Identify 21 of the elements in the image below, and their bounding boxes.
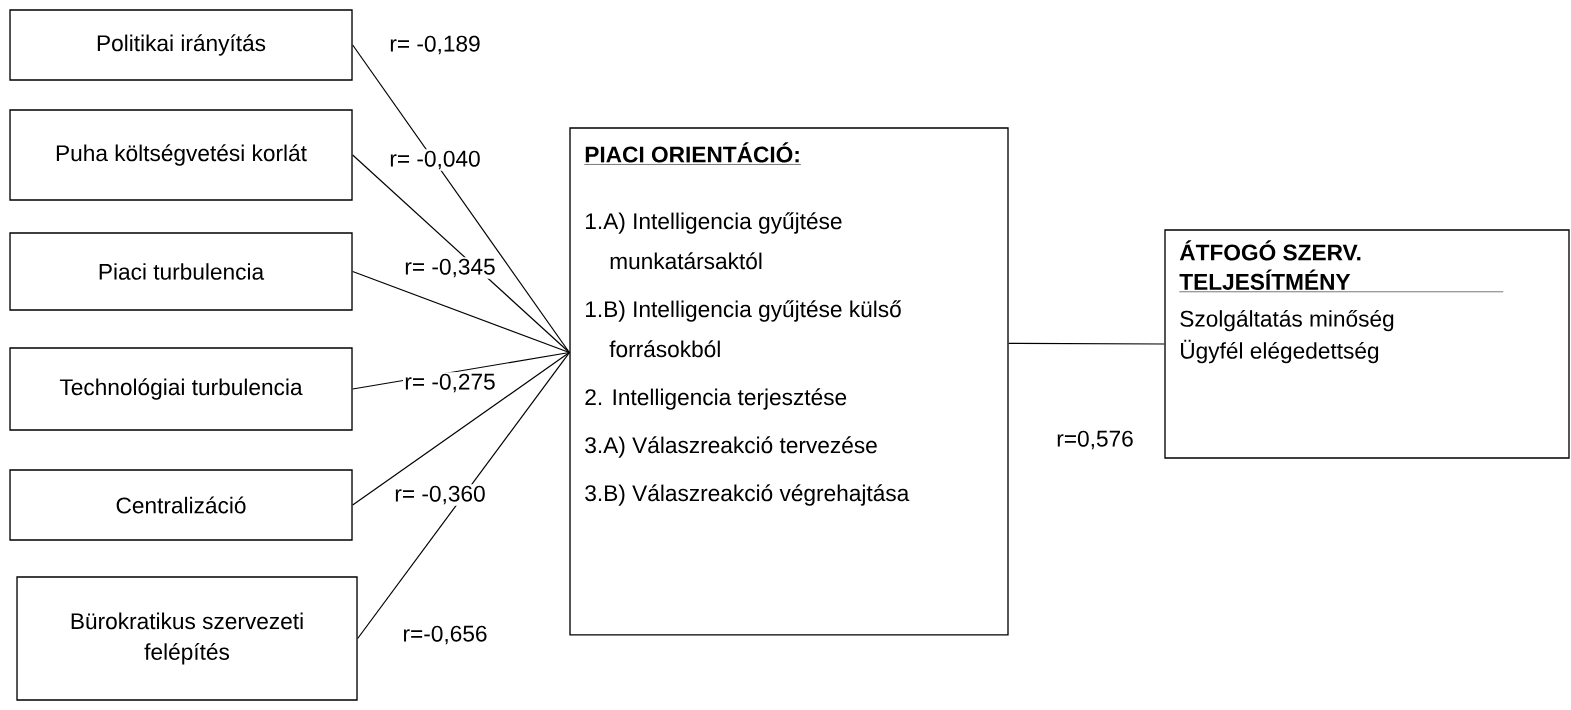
connector-line xyxy=(352,351,570,506)
edge-label: r= -0,040 xyxy=(388,149,482,171)
text-box: ÁTFOGÓ SZERV. TELJESÍTMÉNY Szolgáltatás minőség Ügyfél elégedettség xyxy=(1164,229,1570,459)
edge-label: r= -0,360 xyxy=(393,484,487,506)
connector-line xyxy=(357,351,570,640)
text-box: PIACI ORIENTÁCIÓ: 1.A) Intelligencia gyűjtése munkatársaktól 1.B) Intelligencia gyűjtése külső forrásokból 2. Intelligencia terjesztése 3.A) Válaszreakció tervezése 3.B) Válaszreakció végrehajtása xyxy=(569,127,1009,636)
text-box: Centralizáció xyxy=(9,469,353,541)
text-box: Technológiai turbulencia xyxy=(9,347,353,431)
edge-label: r= -0,189 xyxy=(388,34,482,56)
connector-line xyxy=(352,154,570,354)
edge-label: r= -0,345 xyxy=(403,257,497,279)
edge-label: r=0,576 xyxy=(1054,429,1136,451)
edge-label: r= -0,275 xyxy=(403,372,497,394)
connector-line xyxy=(1008,342,1165,345)
connector-line xyxy=(352,270,570,354)
text-box: Bürokratikus szervezeti felépítés xyxy=(16,576,358,701)
text-box: Politikai irányítás xyxy=(9,9,353,81)
text-box: Puha költségvetési korlát xyxy=(9,109,353,201)
connector-line xyxy=(352,44,570,354)
edge-label: r=-0,656 xyxy=(401,624,489,646)
text-box: Piaci turbulencia xyxy=(9,232,353,311)
